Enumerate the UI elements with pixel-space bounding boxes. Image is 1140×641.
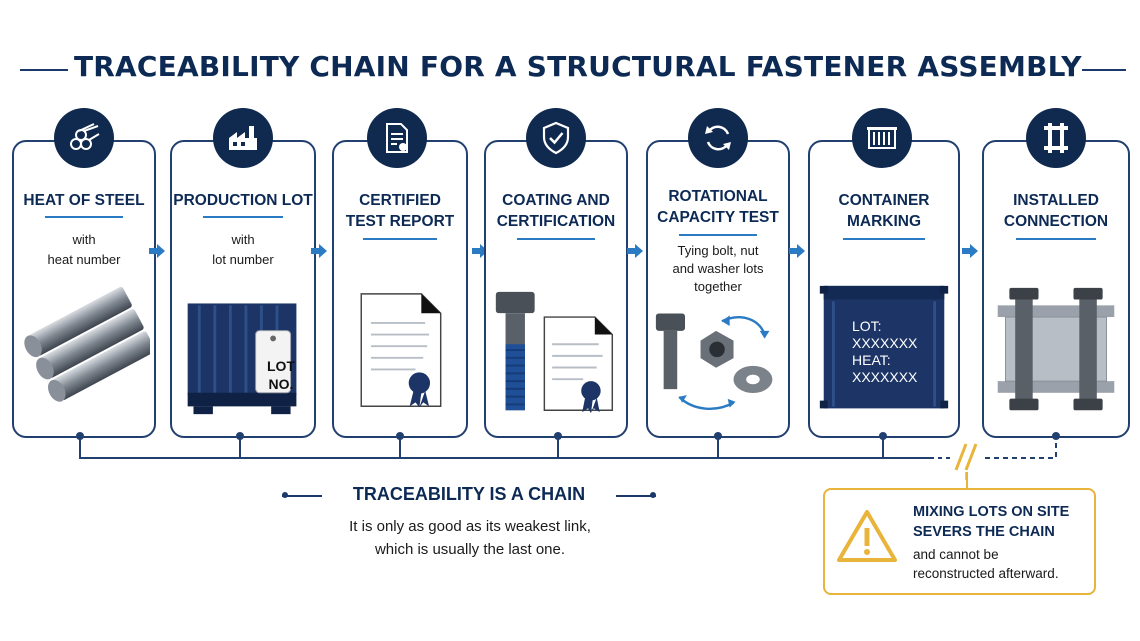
factory-icon — [213, 108, 273, 168]
stage-subtitle: with lot number — [212, 232, 274, 267]
stage-rotational-capacity-test: ROTATIONAL CAPACITY TEST Tying bolt, nut… — [646, 140, 790, 438]
title-rule-right — [1082, 69, 1126, 71]
summary-body: It is only as good as its weakest link, … — [349, 518, 591, 558]
steel-bars-icon — [54, 108, 114, 168]
stage-coating-and-certification: COATING AND CERTIFICATION — [484, 140, 628, 438]
bolted-connection-illustration — [988, 282, 1124, 422]
stage-rule — [842, 238, 926, 240]
stage-title: COATING AND CERTIFICATION — [496, 192, 616, 230]
crate-illustration — [176, 282, 310, 422]
stage-rule — [1015, 238, 1097, 240]
coated-bolt-illustration — [490, 282, 622, 422]
chain-line — [76, 432, 1060, 480]
stage-container-marking: CONTAINER MARKING LOT: XXXXXXX HEAT: XXX… — [808, 140, 960, 438]
stage-subtitle: Tying bolt, nut and washer lots together — [672, 243, 764, 294]
rotation-arrows-icon — [688, 108, 748, 168]
bolt-nut-washer-illustration — [652, 300, 784, 422]
summary-title: TRACEABILITY IS A CHAIN — [352, 484, 586, 504]
shield-check-icon — [526, 108, 586, 168]
title-rule-left — [20, 69, 68, 71]
lot-tag-text: LOT NO. — [267, 358, 295, 392]
stage-rule — [516, 238, 596, 240]
steel-bars-illustration — [18, 282, 156, 422]
certificate-document-icon — [367, 108, 427, 168]
stage-subtitle: with heat number — [47, 232, 121, 267]
container-marking-text: LOT: XXXXXXX HEAT: XXXXXXX — [852, 318, 918, 385]
stage-heat-of-steel: HEAT OF STEEL with heat number — [12, 140, 156, 438]
container-icon — [852, 108, 912, 168]
summary-rule-left — [282, 495, 322, 497]
stage-title: CERTIFIED TEST REPORT — [345, 192, 455, 230]
stage-title: ROTATIONAL CAPACITY TEST — [657, 188, 779, 226]
stage-rule — [363, 238, 437, 240]
stage-installed-connection: INSTALLED CONNECTION — [982, 140, 1130, 438]
page-title: TRACEABILITY CHAIN FOR A STRUCTURAL FAST… — [74, 50, 1082, 83]
warning-triangle-icon — [837, 510, 897, 562]
stage-title: HEAT OF STEEL — [23, 192, 145, 209]
flow-arrow — [627, 243, 643, 258]
warning-body: and cannot be reconstructed afterward. — [913, 547, 1059, 581]
stage-title: INSTALLED CONNECTION — [1003, 192, 1109, 230]
stage-production-lot: PRODUCTION LOT with lot number LOT NO. — [170, 140, 316, 438]
warning-title: MIXING LOTS ON SITE SEVERS THE CHAIN — [913, 504, 1070, 540]
container-illustration — [814, 282, 954, 422]
bolted-connection-icon — [1026, 108, 1086, 168]
flow-arrow — [311, 243, 327, 258]
summary-heading: TRACEABILITY IS A CHAIN — [282, 484, 656, 508]
title-row: TRACEABILITY CHAIN FOR A STRUCTURAL FAST… — [0, 44, 1140, 96]
summary-dot-right — [650, 492, 656, 498]
stage-title: CONTAINER MARKING — [838, 192, 930, 230]
stage-rule — [203, 216, 283, 218]
stage-rule — [44, 216, 124, 218]
stage-rule — [678, 234, 758, 236]
warning-box: MIXING LOTS ON SITE SEVERS THE CHAIN and… — [823, 488, 1096, 595]
flow-arrow — [149, 243, 165, 258]
warning-connector — [966, 472, 968, 488]
report-illustration — [338, 282, 462, 422]
stage-certified-test-report: CERTIFIED TEST REPORT — [332, 140, 468, 438]
flow-arrow — [962, 243, 978, 258]
summary-rule-right — [616, 495, 656, 497]
stage-title: PRODUCTION LOT — [173, 192, 313, 209]
summary-dot-left — [282, 492, 288, 498]
flow-arrow — [789, 243, 805, 258]
